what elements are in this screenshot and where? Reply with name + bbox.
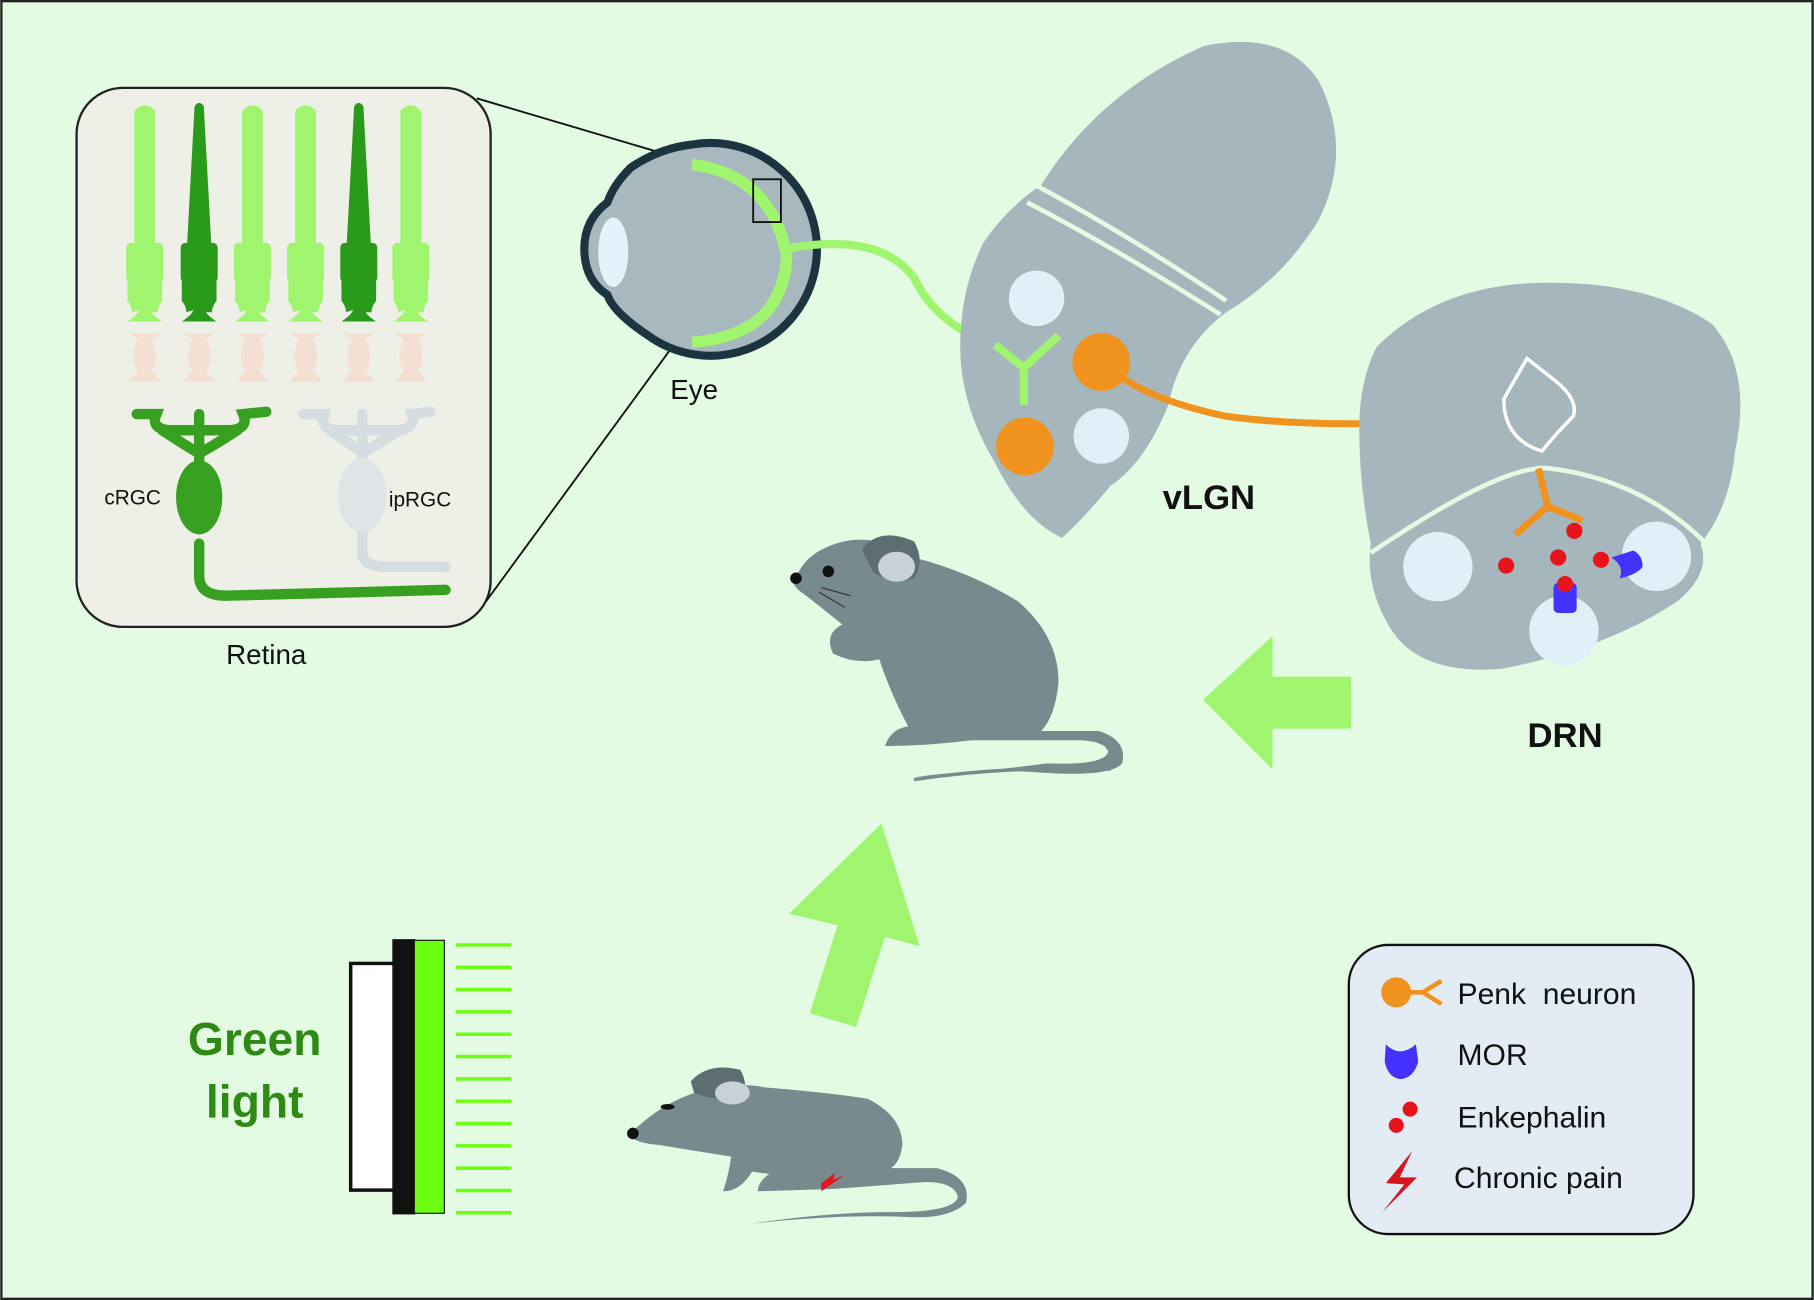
drn-label: DRN <box>1528 717 1603 755</box>
optic-terminal <box>992 332 1062 405</box>
eye-lens <box>598 217 629 287</box>
bipolar-cell <box>394 333 428 382</box>
iprgc-label: ipRGC <box>389 489 451 512</box>
iprgc-soma <box>337 458 387 533</box>
legend-label-chronic-pain: Chronic pain <box>1454 1162 1623 1195</box>
rod-cell <box>287 105 325 322</box>
legend-label-enkephalin: Enkephalin <box>1458 1102 1607 1135</box>
bipolar-cell <box>342 333 375 382</box>
bipolar-cell <box>128 333 162 382</box>
bipolar-cell <box>182 333 216 382</box>
vlgn-label: vLGN <box>1163 479 1256 517</box>
crgc-cell <box>131 406 451 601</box>
photoreceptors <box>126 102 430 322</box>
light-frame <box>392 939 416 1215</box>
rod-cell <box>392 105 430 322</box>
legend: Penk neuron MOR Enkephalin Chronic pain <box>1347 943 1695 1236</box>
penk-neuron-icon <box>1381 977 1443 1008</box>
rod-cell <box>233 105 271 322</box>
cone-cell <box>180 102 218 322</box>
retina-label: Retina <box>226 639 307 670</box>
crgc-soma <box>176 460 223 535</box>
eye-label: Eye <box>670 374 718 405</box>
legend-label-mor: MOR <box>1458 1039 1528 1072</box>
mouse-pain <box>627 1067 967 1224</box>
arrow-left <box>1203 636 1352 770</box>
mor-receptor <box>1611 550 1643 579</box>
drn-nucleus <box>1621 521 1692 592</box>
vlgn-region <box>960 41 1337 538</box>
bipolar-cells <box>128 333 428 382</box>
penk-neuron-soma <box>996 417 1054 476</box>
legend-label-penk: Penk neuron <box>1458 978 1637 1011</box>
bipolar-cell <box>236 333 269 382</box>
bipolar-cell <box>289 333 322 382</box>
retina-inset: cRGC ipRGC <box>75 86 765 629</box>
mouse-relieved <box>790 535 1124 782</box>
drn-region <box>1359 282 1741 670</box>
cone-cell <box>340 102 378 322</box>
light-rays <box>455 943 512 1215</box>
mor-receptor <box>1553 582 1577 613</box>
penk-neuron-soma <box>1072 333 1131 391</box>
vlgn-nucleus <box>1008 270 1065 327</box>
eye-retina-layer <box>691 158 793 349</box>
pain-mark <box>821 1172 845 1192</box>
light-housing <box>348 961 399 1192</box>
enkephalin-dots <box>1498 522 1610 593</box>
enkephalin-icon <box>1388 1101 1418 1133</box>
drn-nucleus <box>1529 595 1599 666</box>
retina-zoom-box <box>752 178 782 223</box>
drn-nucleus <box>1403 532 1473 602</box>
legend-box <box>1347 943 1695 1236</box>
eye <box>580 138 821 360</box>
crgc-label: cRGC <box>104 486 161 509</box>
rod-cell <box>126 105 164 322</box>
chronic-pain-icon <box>1382 1150 1418 1213</box>
penk-terminal <box>1513 467 1584 537</box>
arrow-up <box>789 823 920 1028</box>
vlgn-nucleus <box>1073 408 1130 464</box>
green-light-label-2: light <box>206 1075 304 1127</box>
green-light-source <box>348 939 512 1215</box>
green-light-label-1: Green <box>188 1013 322 1065</box>
aqueduct <box>1502 355 1576 454</box>
light-panel <box>413 939 445 1214</box>
mor-icon <box>1384 1044 1419 1080</box>
